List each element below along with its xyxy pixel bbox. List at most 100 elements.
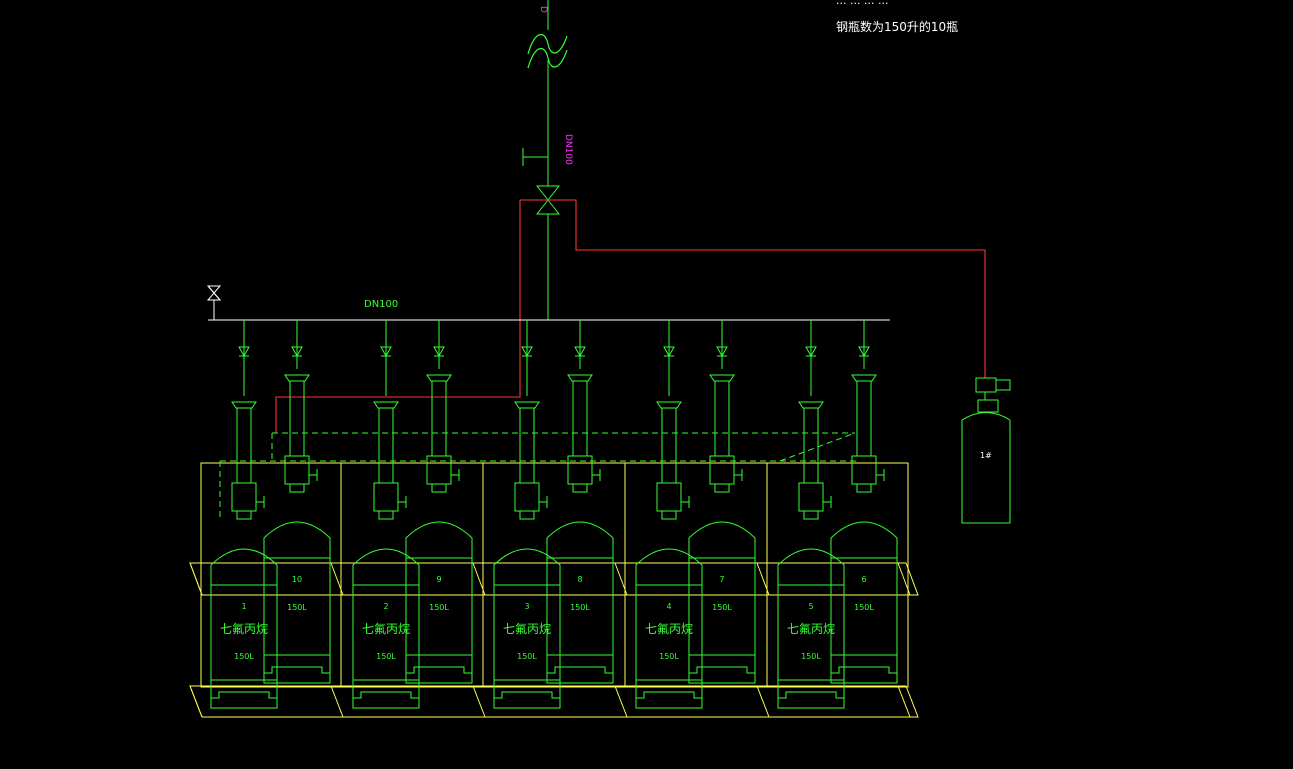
check-valve-icon — [291, 346, 303, 358]
valve-neck — [856, 483, 872, 493]
control-signal-lines — [275, 199, 986, 433]
hose-head — [567, 374, 593, 382]
rack-belt-tick — [330, 562, 344, 596]
back-cylinder-2: 9 150L — [405, 374, 473, 684]
top-cut-label: D — [538, 6, 548, 13]
cylinder-body — [352, 548, 420, 709]
cylinder-agent: 七氟丙烷 — [503, 622, 551, 636]
check-valve-icon — [380, 346, 392, 358]
back-cylinder-3: 8 150L — [546, 374, 614, 684]
check-valve-icon — [858, 346, 870, 358]
cylinder-body — [635, 548, 703, 709]
hose-head — [851, 374, 877, 382]
cylinder-volume: 150L — [659, 652, 679, 661]
rack-belt-tick — [189, 562, 203, 596]
valve-body — [514, 482, 540, 512]
cylinder-base — [778, 691, 844, 699]
selector-valve-icon — [535, 185, 561, 215]
hose — [803, 407, 819, 484]
cylinder-base — [547, 666, 613, 674]
cylinder-volume: 150L — [429, 603, 449, 612]
cylinder-base — [494, 691, 560, 699]
cylinder-volume: 150L — [570, 603, 590, 612]
hose-head — [709, 374, 735, 382]
main-pipe-label: DN100 — [364, 299, 398, 310]
cylinder-volume: 150L — [234, 652, 254, 661]
hose — [572, 380, 588, 457]
hose-head — [656, 401, 682, 409]
riser-pipe-label: DN100 — [563, 134, 573, 165]
cylinder-number: 4 — [666, 602, 671, 611]
cylinder-volume: 150L — [712, 603, 732, 612]
valve-neck — [236, 510, 252, 520]
rack-belt-tick — [614, 562, 628, 596]
hose-head — [231, 401, 257, 409]
check-valve-icon — [574, 346, 586, 358]
valve-neck — [519, 510, 535, 520]
cylinder-number: 8 — [577, 575, 582, 584]
valve-body — [373, 482, 399, 512]
cylinder-body — [405, 521, 473, 684]
hose — [289, 380, 305, 457]
hose — [378, 407, 394, 484]
pipe-break-symbol — [527, 34, 568, 69]
cylinder-agent: 七氟丙烷 — [645, 622, 693, 636]
rack-belt-tick — [472, 562, 486, 596]
check-valve-icon — [716, 346, 728, 358]
cylinder-body — [210, 548, 278, 709]
cylinder-number: 3 — [524, 602, 529, 611]
cylinder-body — [546, 521, 614, 684]
front-row-cylinders: 1七氟丙烷150L2七氟丙烷150L3七氟丙烷150L4七氟丙烷150L5七氟丙… — [210, 401, 845, 709]
front-cylinder-4: 4 七氟丙烷 150L — [635, 401, 703, 709]
pilot-cylinder — [961, 377, 1011, 524]
valve-body — [656, 482, 682, 512]
hose — [519, 407, 535, 484]
note-cylinder-count: 钢瓶数为150升的10瓶 — [836, 19, 958, 34]
manifold-branches — [238, 320, 870, 396]
valve-body — [709, 455, 735, 485]
rack-belt-tick — [897, 685, 911, 718]
rack-belt-tick — [756, 685, 770, 718]
valve-body — [231, 482, 257, 512]
hose — [714, 380, 730, 457]
rack-belt-tick — [189, 685, 203, 718]
hose-head — [798, 401, 824, 409]
cylinder-base — [264, 666, 330, 674]
safety-valve-icon — [206, 285, 222, 320]
cylinder-base — [353, 691, 419, 699]
check-valve-icon — [805, 346, 817, 358]
rack-belt-tick — [614, 685, 628, 718]
cylinder-agent: 七氟丙烷 — [362, 622, 410, 636]
cylinder-number: 10 — [292, 575, 302, 584]
cylinder-number: 9 — [436, 575, 441, 584]
pilot-cylinder-label: 1# — [980, 451, 992, 460]
rack-belt-tick — [756, 562, 770, 596]
cylinder-body — [777, 548, 845, 709]
cylinder-agent: 七氟丙烷 — [787, 622, 835, 636]
hose-head — [426, 374, 452, 382]
rack-frame — [200, 462, 909, 688]
hose — [661, 407, 677, 484]
cylinder-base — [689, 666, 755, 674]
cylinder-number: 1 — [241, 602, 246, 611]
hose-head — [373, 401, 399, 409]
cylinder-base — [831, 666, 897, 674]
valve-body — [798, 482, 824, 512]
cylinder-volume: 150L — [376, 652, 396, 661]
check-valve-icon — [521, 346, 533, 358]
valve-body — [567, 455, 593, 485]
cylinder-base — [406, 666, 472, 674]
cylinder-body — [688, 521, 756, 684]
cylinder-rack — [189, 462, 919, 718]
cylinder-base — [636, 691, 702, 699]
cylinder-number: 7 — [719, 575, 724, 584]
note-top-partial: ... ... ... ... — [836, 0, 888, 7]
